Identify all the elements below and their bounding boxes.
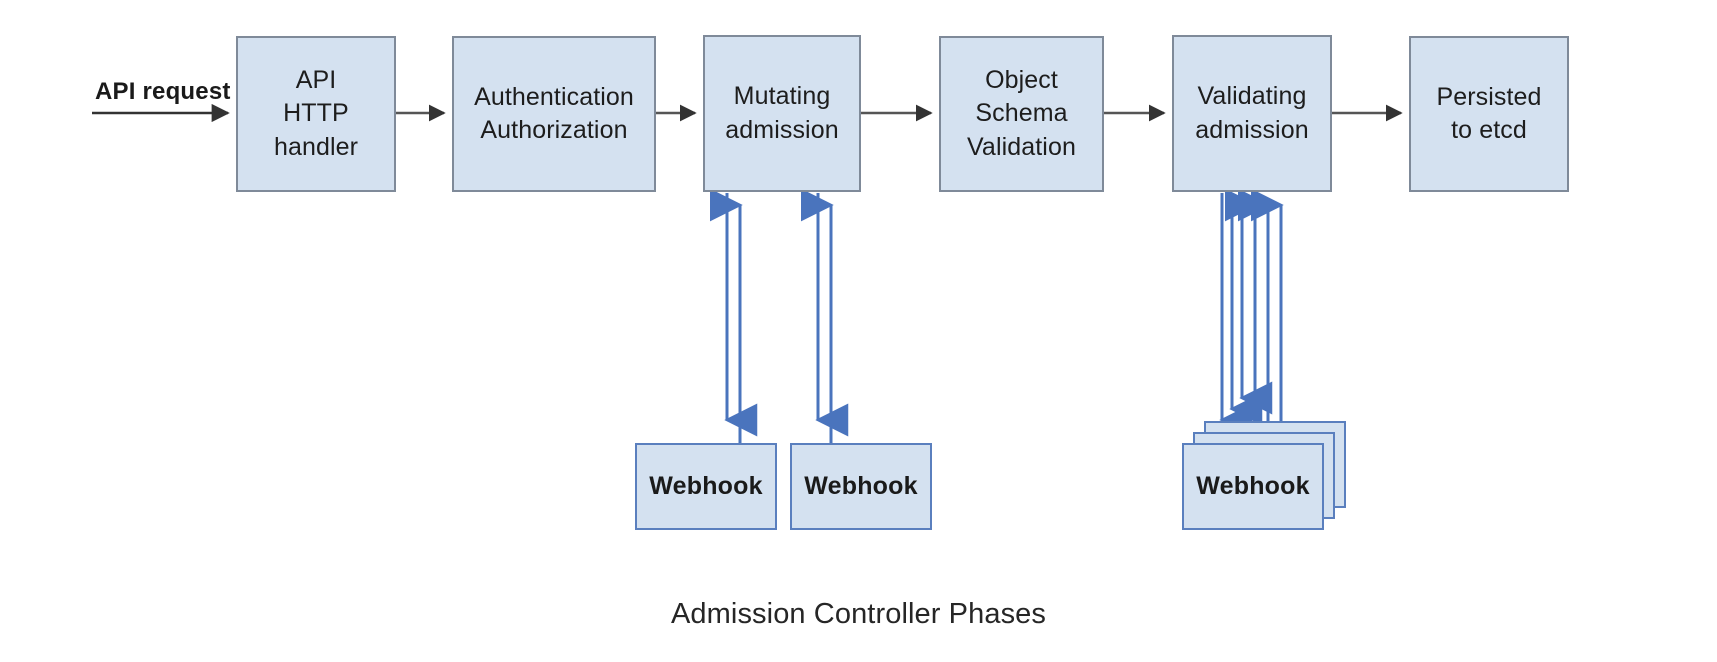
phase-box-mutating-admission[interactable]: Mutating admission — [703, 35, 861, 192]
webhook-call-mutating-2 — [800, 188, 849, 443]
phase-box-persisted-to-etcd[interactable]: Persisted to etcd — [1409, 36, 1569, 192]
phase-box-validating-admission[interactable]: Validating admission — [1172, 35, 1332, 192]
diagram-caption: Admission Controller Phases — [670, 598, 1047, 630]
webhook-box-validating-stack-front[interactable]: Webhook — [1182, 443, 1324, 530]
webhook-call-mutating-1 — [709, 188, 758, 443]
phase-box-object-schema-validation[interactable]: Object Schema Validation — [939, 36, 1104, 192]
phase-box-authn-authz[interactable]: Authentication Authorization — [452, 36, 656, 192]
api-request-label: API request — [95, 78, 231, 105]
webhook-box-mutating-2[interactable]: Webhook — [790, 443, 932, 530]
phase-box-api-http-handler[interactable]: API HTTP handler — [236, 36, 396, 192]
webhook-box-mutating-1[interactable]: Webhook — [635, 443, 777, 530]
